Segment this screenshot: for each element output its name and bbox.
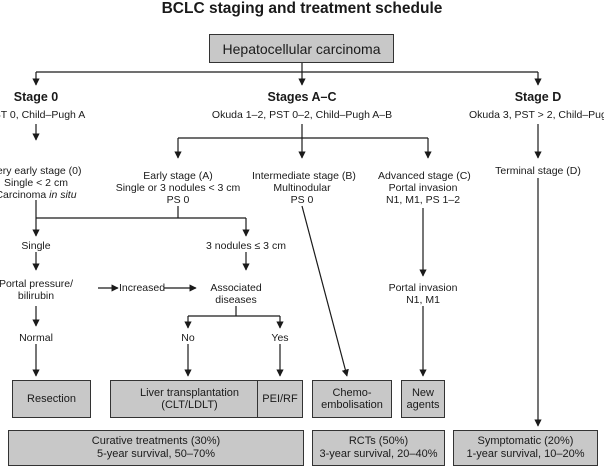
very-early-stage: Very early stage (0) Single < 2 cm Carci… bbox=[0, 165, 86, 201]
in-situ-text: in situ bbox=[49, 189, 77, 201]
portal-invasion-line-2: N1, M1 bbox=[406, 294, 440, 306]
portal-pressure-line-1: Portal pressure/ bbox=[0, 278, 74, 290]
new-agents-line-1: New bbox=[411, 387, 434, 399]
advanced-stage-line-3: N1, M1, PS 1–2 bbox=[385, 194, 461, 206]
new-agents-box: New agents bbox=[401, 380, 445, 418]
stage-d-criteria: Okuda 3, PST > 2, Child–Pugh C bbox=[469, 109, 604, 121]
normal-node: Normal bbox=[19, 332, 53, 344]
very-early-stage-line-3: Carcinoma in situ bbox=[0, 189, 86, 201]
early-stage: Early stage (A) Single or 3 nodules < 3 … bbox=[113, 170, 243, 206]
terminal-stage: Terminal stage (D) bbox=[495, 165, 581, 177]
no-node: No bbox=[181, 332, 195, 344]
increased-node: Increased bbox=[118, 282, 166, 294]
associated-diseases-line-1: Associated bbox=[210, 282, 262, 294]
rcts-line-1: RCTs (50%) bbox=[348, 435, 409, 447]
yes-node: Yes bbox=[271, 332, 289, 344]
intermediate-stage: Intermediate stage (B) Multinodular PS 0 bbox=[252, 170, 356, 206]
curative-treatments-box: Curative treatments (30%) 5-year surviva… bbox=[8, 430, 304, 466]
early-stage-line-3: PS 0 bbox=[166, 194, 190, 206]
stage-0-label: Stage 0 bbox=[13, 90, 59, 104]
very-early-stage-line-2: Single < 2 cm bbox=[4, 177, 68, 189]
curative-line-2: 5-year survival, 50–70% bbox=[96, 448, 215, 460]
single-node: Single bbox=[21, 240, 51, 252]
stage-0-criteria: PST 0, Child–Pugh A bbox=[0, 109, 86, 121]
intermediate-stage-line-3: PS 0 bbox=[290, 194, 314, 206]
stage-d-label: Stage D bbox=[514, 90, 562, 104]
pei-rf-box: PEI/RF bbox=[257, 380, 303, 418]
advanced-stage-line-2: Portal invasion bbox=[388, 182, 458, 194]
intermediate-stage-line-1: Intermediate stage (B) bbox=[252, 170, 356, 182]
symptomatic-box: Symptomatic (20%) 1-year survival, 10–20… bbox=[453, 430, 598, 466]
stages-a-c-criteria: Okuda 1–2, PST 0–2, Child–Pugh A–B bbox=[211, 109, 393, 121]
liver-transplantation-line-1: Liver transplantation bbox=[139, 387, 240, 399]
chemo-embolisation-box: Chemo- embolisation bbox=[312, 380, 392, 418]
associated-diseases-line-2: diseases bbox=[215, 294, 257, 306]
chemo-line-1: Chemo- bbox=[332, 387, 372, 399]
portal-invasion-node: Portal invasion N1, M1 bbox=[378, 282, 468, 306]
associated-diseases-node: Associated diseases bbox=[196, 282, 276, 306]
portal-pressure-node: Portal pressure/ bilirubin bbox=[0, 278, 76, 302]
portal-pressure-line-2: bilirubin bbox=[17, 290, 55, 302]
very-early-stage-line-1: Very early stage (0) bbox=[0, 165, 82, 177]
rcts-line-2: 3-year survival, 20–40% bbox=[319, 448, 438, 460]
chemo-line-2: embolisation bbox=[321, 399, 383, 411]
hepatocellular-carcinoma-box: Hepatocellular carcinoma bbox=[209, 34, 394, 63]
diagram-title: BCLC staging and treatment schedule bbox=[161, 0, 443, 17]
early-stage-line-2: Single or 3 nodules < 3 cm bbox=[115, 182, 241, 194]
symptomatic-line-1: Symptomatic (20%) bbox=[477, 435, 574, 447]
advanced-stage: Advanced stage (C) Portal invasion N1, M… bbox=[378, 170, 471, 206]
resection-box: Resection bbox=[12, 380, 91, 418]
rcts-box: RCTs (50%) 3-year survival, 20–40% bbox=[312, 430, 445, 466]
liver-transplantation-line-2: (CLT/LDLT) bbox=[161, 399, 218, 411]
new-agents-line-2: agents bbox=[406, 399, 440, 411]
intermediate-stage-line-2: Multinodular bbox=[273, 182, 331, 194]
curative-line-1: Curative treatments (30%) bbox=[91, 435, 221, 447]
symptomatic-line-2: 1-year survival, 10–20% bbox=[466, 448, 585, 460]
stages-a-c-label: Stages A–C bbox=[267, 90, 337, 104]
portal-invasion-line-1: Portal invasion bbox=[388, 282, 458, 294]
three-nodules-node: 3 nodules ≤ 3 cm bbox=[206, 240, 286, 252]
advanced-stage-line-1: Advanced stage (C) bbox=[378, 170, 471, 182]
carcinoma-text: Carcinoma bbox=[0, 189, 50, 201]
liver-transplantation-box: Liver transplantation (CLT/LDLT) bbox=[110, 380, 269, 418]
early-stage-line-1: Early stage (A) bbox=[143, 170, 213, 182]
